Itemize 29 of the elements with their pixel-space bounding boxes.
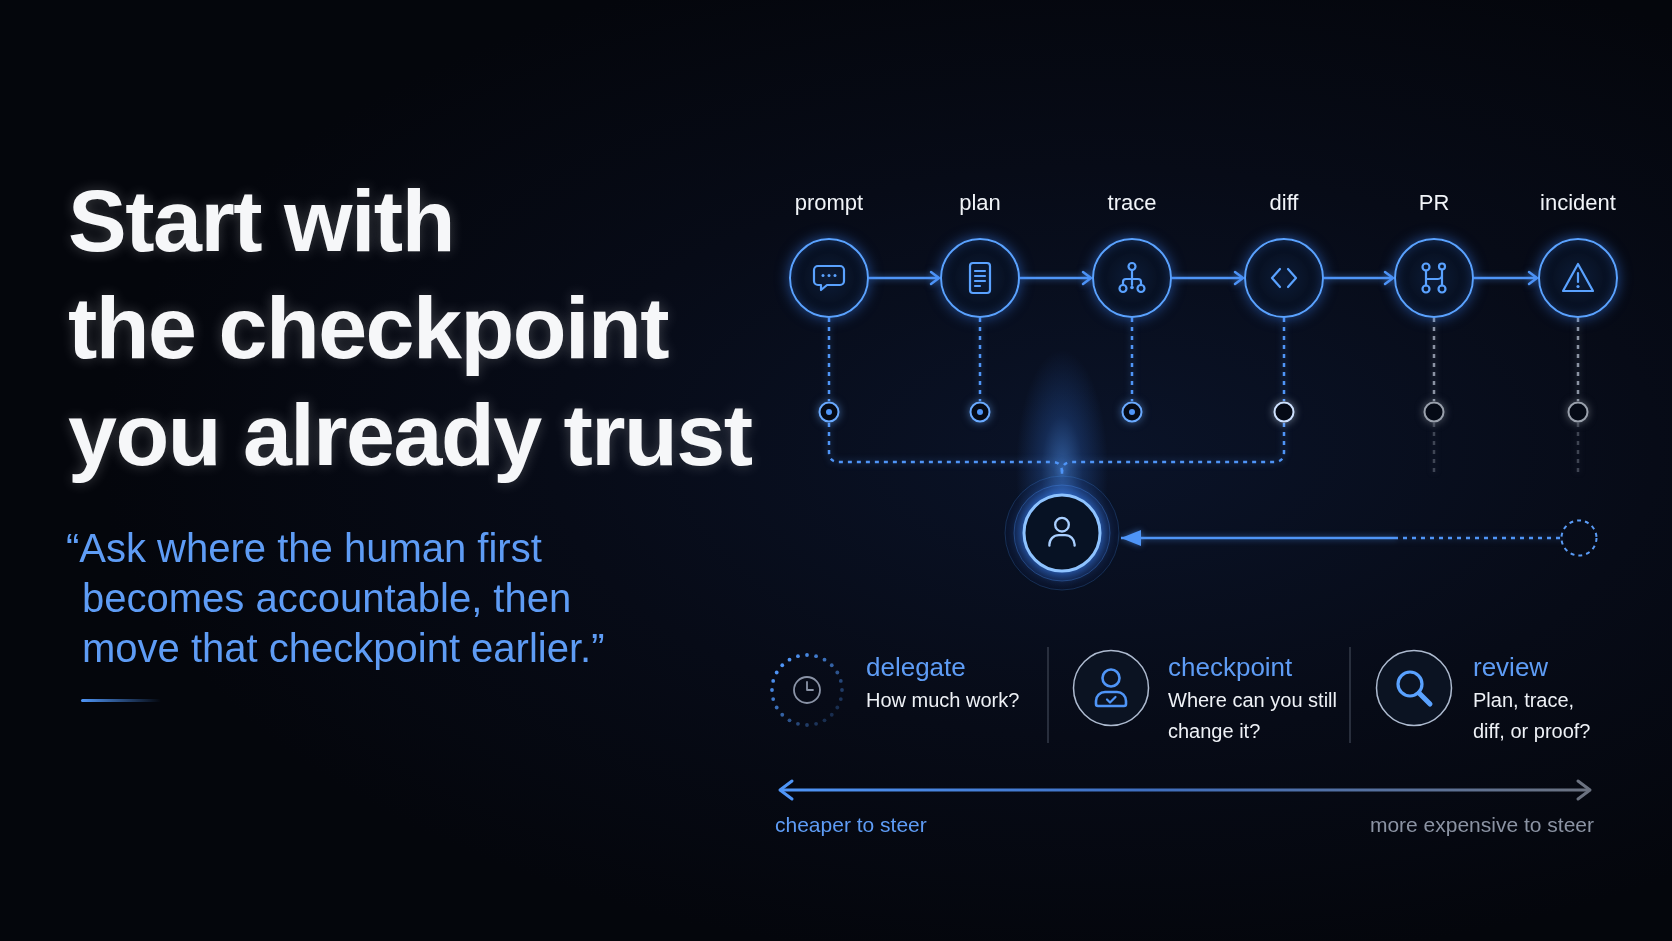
item-description: Where can you still change it?	[1168, 688, 1338, 744]
dashed-arrow	[1121, 530, 1560, 546]
arrow	[1474, 270, 1539, 286]
dashed-connector-line	[1432, 318, 1436, 401]
dashed-connector-line	[827, 318, 831, 401]
step-label: plan	[959, 190, 1001, 216]
scale-label: cheaper to steer	[775, 812, 927, 838]
arrow	[869, 270, 941, 286]
item-title: delegate	[866, 651, 966, 683]
item-title: checkpoint	[1168, 651, 1293, 683]
item-description: How much work?	[866, 688, 1020, 713]
quote-text: “Ask where the human first becomes accountable, then move that checkpoint earlier.”	[66, 525, 606, 672]
step-label: trace	[1107, 190, 1157, 216]
dashed-connector-line	[1060, 423, 1286, 475]
step-label: PR	[1418, 190, 1450, 216]
dashed-connector-line	[1576, 318, 1580, 401]
headline: Start with the checkpoint you already trust	[68, 170, 752, 486]
item-title: review	[1473, 651, 1549, 683]
dashed-connector-line	[978, 318, 982, 401]
arrow	[1172, 270, 1245, 286]
item-description: Plan, trace, diff, or proof?	[1473, 688, 1592, 744]
step-label: prompt	[794, 190, 864, 216]
step-label: incident	[1540, 190, 1616, 216]
arrow	[1324, 270, 1395, 286]
dashed-connector-line	[1282, 318, 1286, 401]
arrow	[1020, 270, 1093, 286]
scale-label: more expensive to steer	[1369, 812, 1594, 838]
step-label: diff	[1269, 190, 1299, 216]
dashed-connector-line	[1130, 318, 1134, 401]
